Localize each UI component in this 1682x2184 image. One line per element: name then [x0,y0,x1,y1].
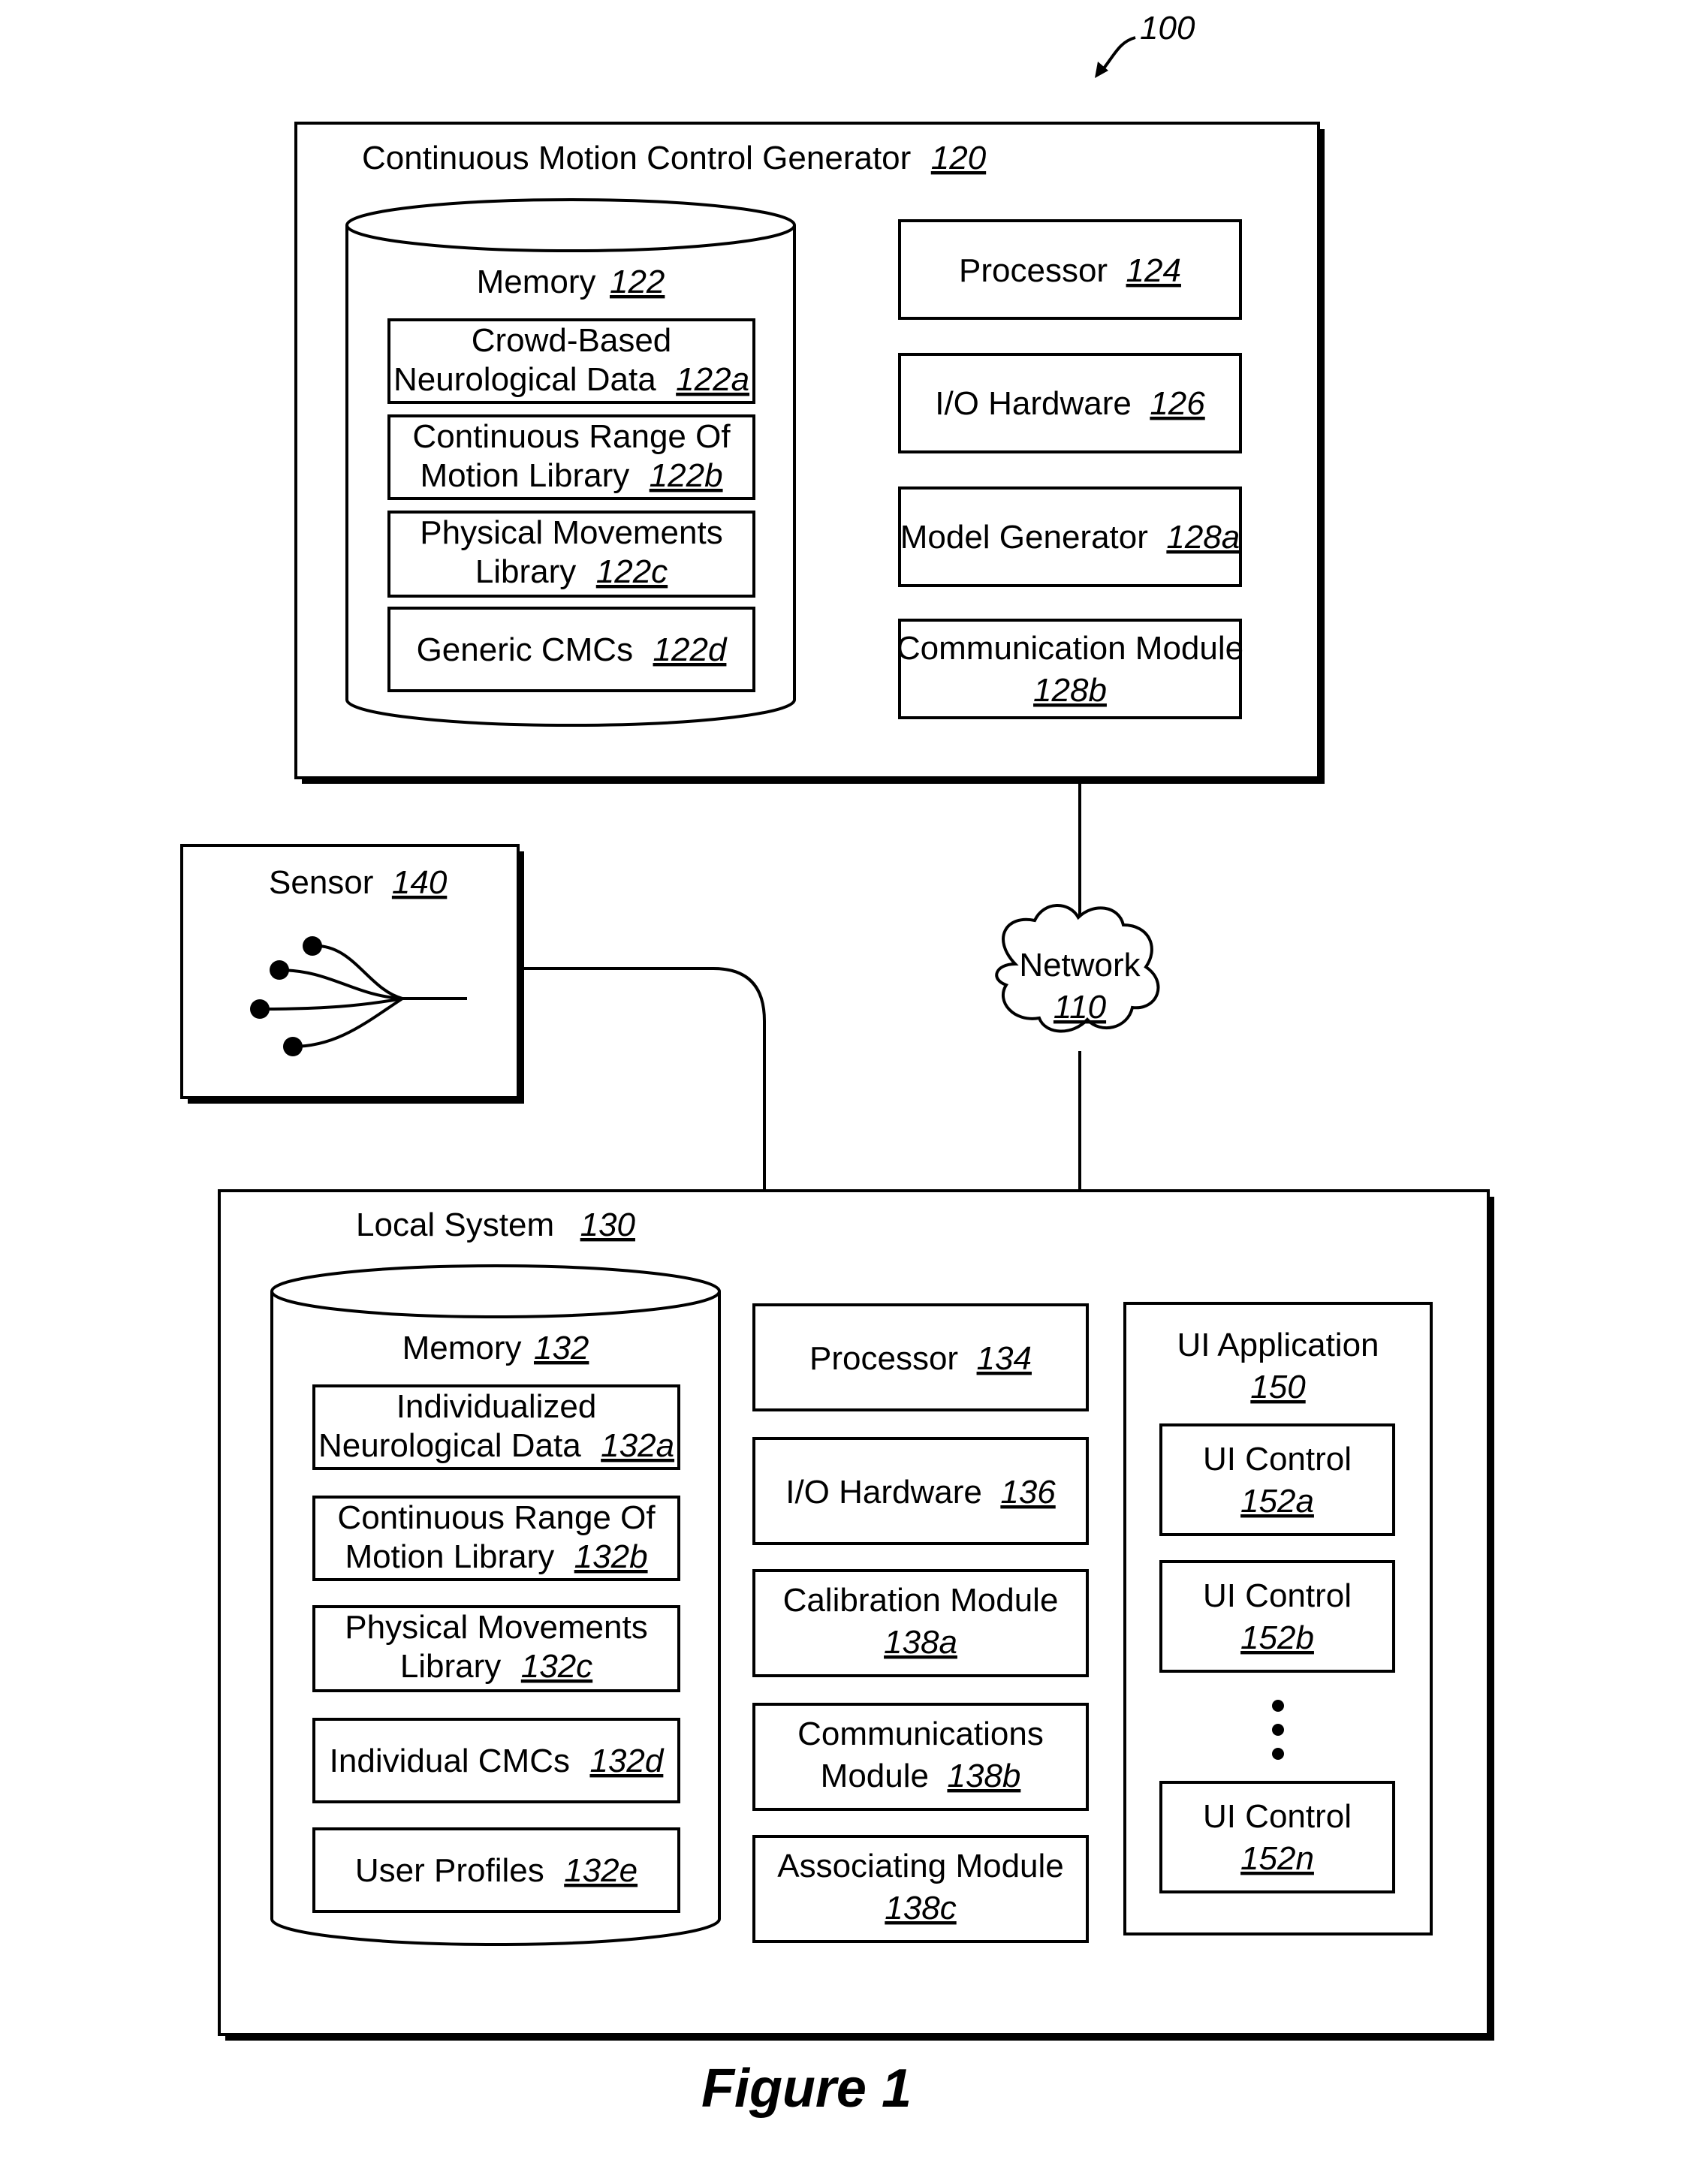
module-calibration-module-138a: Calibration Module 138a [754,1571,1087,1676]
ui-control-ref: 152a [1240,1483,1314,1520]
module-label: Communications [797,1716,1044,1752]
module-label: I/O Hardware 126 [935,385,1205,422]
cmc-generator: Continuous Motion Control Generator 120 … [296,123,1325,784]
memory-item-label: Motion Library 132b [345,1538,647,1575]
generator-memory: Memory 122 Crowd-Based Neurological Data… [347,200,794,725]
diagram-ref-arrow [1101,38,1135,72]
sensor-title: Sensor 140 [269,864,448,901]
memory-item-label: Continuous Range Of [412,418,731,455]
module-ref: 128b [1033,672,1107,709]
module-label: Processor 134 [809,1340,1032,1377]
memory-item-label: Continuous Range Of [337,1499,656,1536]
local-memory: Memory 132 Individualized Neurological D… [272,1266,719,1945]
module-label: I/O Hardware 136 [785,1474,1056,1511]
memory-item-label: Library 132c [400,1648,592,1685]
sensor: Sensor 140 [182,845,524,1104]
memory-item-label: Neurological Data 132a [318,1427,674,1464]
module-label: Model Generator 128a [900,519,1240,556]
module-io-hardware-136: I/O Hardware 136 [754,1438,1087,1544]
local-system: Local System 130 Memory 132 Individualiz… [219,1191,1494,2041]
diagram-ref-number: 100 [1140,10,1195,47]
ui-control-ref: 152n [1240,1840,1314,1877]
ui-application-ref: 150 [1250,1369,1306,1405]
ui-control-label: UI Control [1203,1577,1352,1614]
module-ref: 138c [885,1890,956,1926]
module-associating-module-138c: Associating Module 138c [754,1836,1087,1942]
memory-item-label: Crowd-Based [472,322,672,359]
memory-item-physical-movements-library: Physical Movements Library 122c [389,512,754,596]
ui-control-label: UI Control [1203,1798,1352,1835]
module-label: Calibration Module [783,1582,1059,1619]
local-system-title: Local System 130 [356,1206,636,1243]
module-label: Processor 124 [959,252,1181,289]
memory-item-label: Motion Library 122b [420,457,722,494]
ui-control-label: UI Control [1203,1441,1352,1478]
ui-application: UI Application 150 UI Control 152a UI Co… [1125,1303,1431,1934]
module-processor-134: Processor 134 [754,1305,1087,1410]
memory-item-label: Physical Movements [345,1609,647,1646]
ui-application-title: UI Application [1177,1327,1379,1363]
local-memory-title: Memory 132 [402,1330,589,1366]
memory-item-label: Individual CMCs 132d [330,1743,665,1779]
memory-item-individualized-neurological-data: Individualized Neurological Data 132a [314,1386,679,1469]
figure-caption: Figure 1 [701,2059,912,2119]
memory-item-user-profiles: User Profiles 132e [314,1829,679,1911]
memory-item-individual-cmcs: Individual CMCs 132d [314,1719,679,1802]
network-cloud: Network 110 [996,905,1158,1032]
module-label: Module 138b [821,1758,1021,1794]
memory-item-label: Generic CMCs 122d [417,631,728,668]
memory-item-crowd-based-neurological-data: Crowd-Based Neurological Data 122a [389,320,754,402]
memory-item-generic-cmcs: Generic CMCs 122d [389,608,754,691]
module-label: Communication Module [897,630,1243,667]
module-communications-module-138b: Communications Module 138b [754,1704,1087,1809]
memory-item-label: Library 122c [475,553,668,590]
module-label: Associating Module [777,1848,1064,1884]
memory-item-label: Neurological Data 122a [393,361,749,398]
ellipsis-icon [1272,1700,1284,1760]
network-ref: 110 [1054,989,1107,1026]
memory-item-continuous-range-of-motion-library: Continuous Range Of Motion Library 122b [389,416,754,499]
memory-item-label: Individualized [396,1388,597,1425]
module-communication-module-128b: Communication Module 128b [897,620,1243,718]
module-ref: 138a [884,1624,957,1661]
ui-control-152a: UI Control 152a [1161,1425,1394,1535]
network-label: Network [1019,947,1141,984]
ui-control-152n: UI Control 152n [1161,1782,1394,1892]
module-processor-124: Processor 124 [900,221,1240,318]
connector-sensor-local-system [523,968,764,1189]
memory-item-label: Physical Movements [420,514,722,551]
memory-item-label: User Profiles 132e [355,1852,638,1889]
memory-item-continuous-range-of-motion-library: Continuous Range Of Motion Library 132b [314,1497,679,1580]
module-model-generator-128a: Model Generator 128a [900,488,1240,586]
memory-item-physical-movements-library: Physical Movements Library 132c [314,1607,679,1691]
module-io-hardware-126: I/O Hardware 126 [900,354,1240,452]
generator-memory-title: Memory 122 [477,264,665,300]
cmc-generator-title: Continuous Motion Control Generator 120 [362,140,987,176]
ui-control-ref: 152b [1240,1619,1314,1656]
ui-control-152b: UI Control 152b [1161,1562,1394,1671]
